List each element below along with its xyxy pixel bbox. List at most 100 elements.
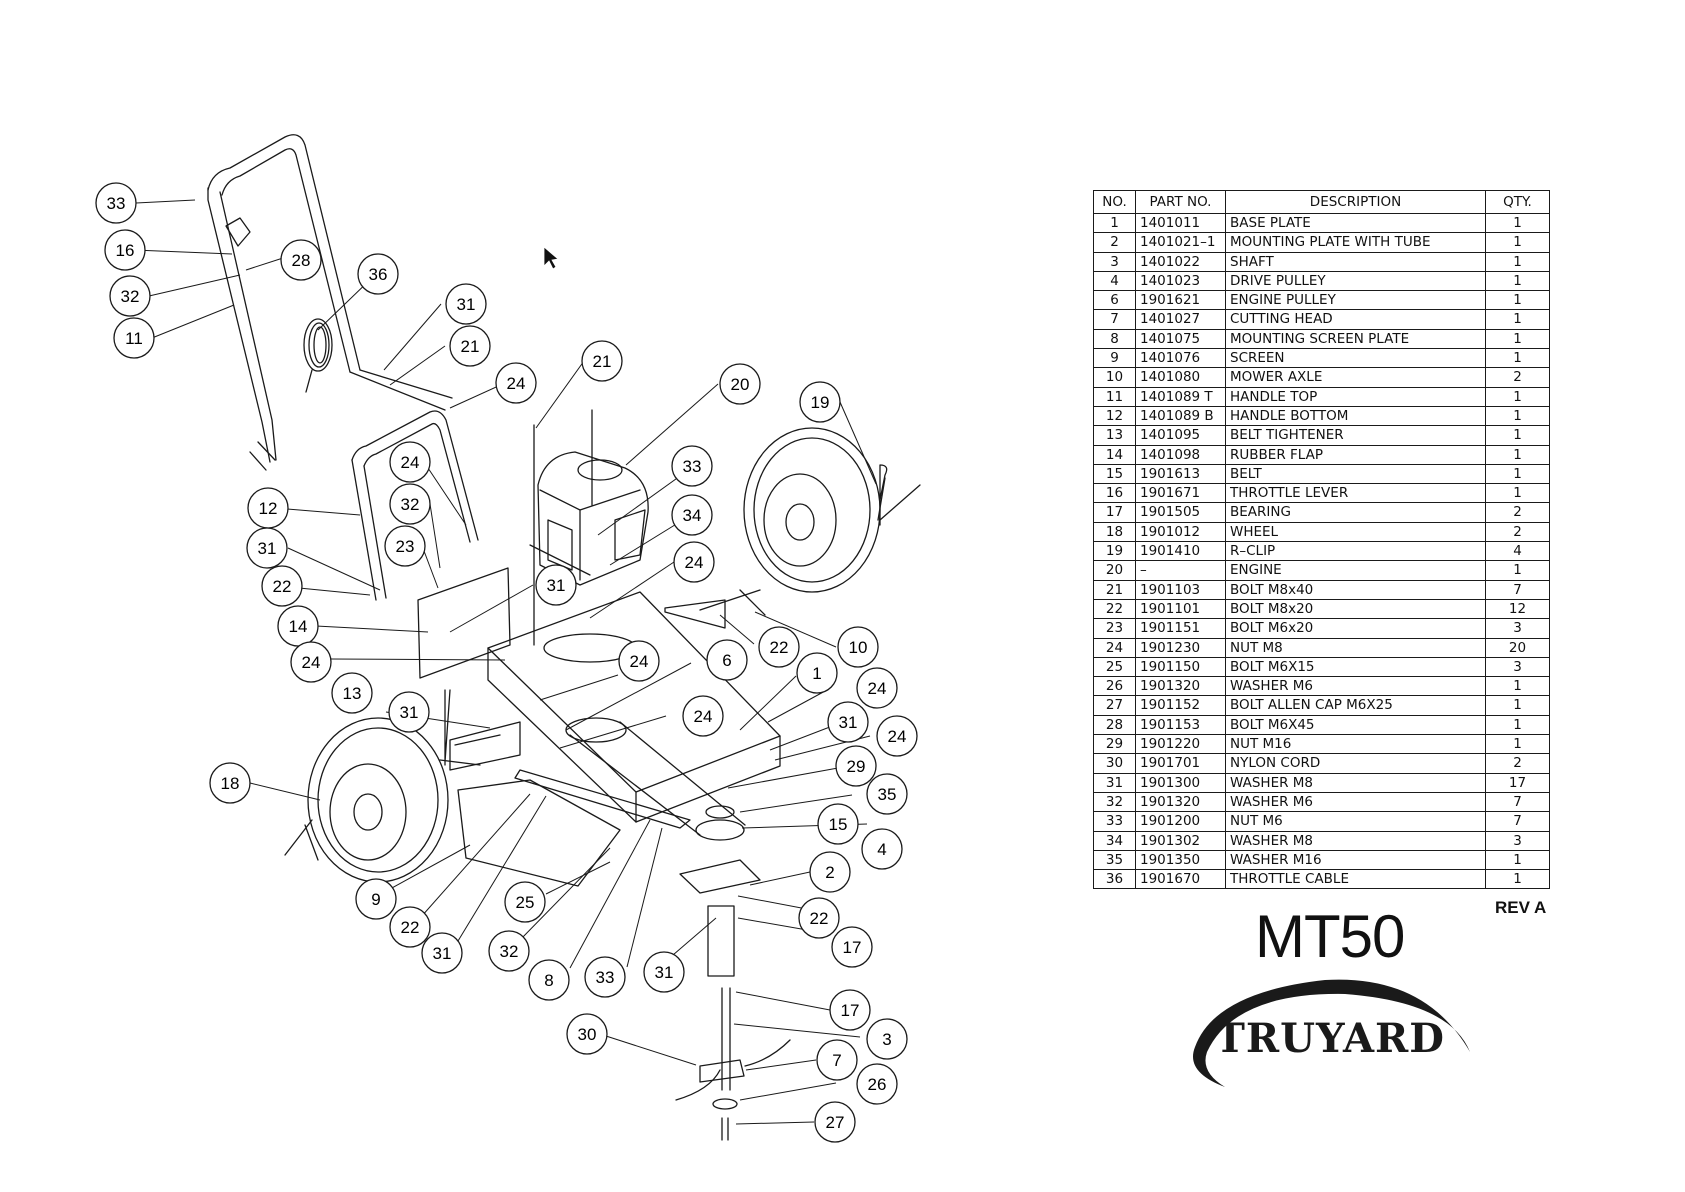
svg-text:2: 2 bbox=[825, 863, 834, 882]
svg-text:24: 24 bbox=[868, 679, 887, 698]
callout: 19 bbox=[799, 381, 841, 423]
table-header-row: NO. PART NO. DESCRIPTION QTY. bbox=[1093, 190, 1550, 214]
callout: 7 bbox=[816, 1039, 858, 1081]
cell-part-no: 1401011 bbox=[1135, 212, 1226, 234]
svg-text:21: 21 bbox=[593, 352, 612, 371]
cell-no: 20 bbox=[1093, 560, 1136, 581]
engine-drawing bbox=[529, 451, 649, 586]
callout: 34 bbox=[671, 494, 713, 536]
cell-part-no: 1401023 bbox=[1135, 270, 1226, 292]
svg-text:24: 24 bbox=[694, 707, 713, 726]
cell-no: 36 bbox=[1093, 869, 1136, 890]
svg-text:21: 21 bbox=[461, 337, 480, 356]
cell-part-no: 1901701 bbox=[1135, 753, 1226, 774]
throttle-cable-coil bbox=[303, 318, 333, 393]
cell-description: BOLT M8x20 bbox=[1225, 598, 1486, 620]
header-qty: QTY. bbox=[1485, 190, 1550, 214]
cell-qty: 7 bbox=[1485, 579, 1550, 600]
cell-part-no: 1901101 bbox=[1135, 598, 1226, 620]
cell-qty: 3 bbox=[1485, 830, 1550, 851]
callout: 21 bbox=[449, 325, 491, 367]
callout: 24 bbox=[495, 362, 537, 404]
cell-description: R–CLIP bbox=[1225, 541, 1486, 562]
cell-no: 35 bbox=[1093, 849, 1136, 871]
callout: 31 bbox=[535, 564, 577, 606]
cell-part-no: 1401095 bbox=[1135, 425, 1226, 446]
cell-description: MOWER AXLE bbox=[1225, 367, 1486, 388]
callout: 36 bbox=[357, 253, 399, 295]
cell-description: NUT M16 bbox=[1225, 734, 1486, 755]
svg-text:33: 33 bbox=[596, 968, 615, 987]
callout: 1 bbox=[796, 652, 838, 694]
svg-text:13: 13 bbox=[343, 684, 362, 703]
svg-text:28: 28 bbox=[292, 251, 311, 270]
cell-qty: 1 bbox=[1485, 232, 1550, 253]
cell-description: BOLT ALLEN CAP M6X25 bbox=[1225, 695, 1486, 716]
callout: 24 bbox=[876, 715, 918, 757]
cell-no: 14 bbox=[1093, 444, 1136, 465]
cell-qty: 1 bbox=[1485, 734, 1550, 755]
callout: 2 bbox=[809, 851, 851, 893]
svg-text:11: 11 bbox=[125, 329, 143, 348]
model-name: MT50 bbox=[1255, 903, 1405, 970]
cell-no: 19 bbox=[1093, 541, 1136, 562]
cell-part-no: 1901613 bbox=[1135, 463, 1226, 485]
cell-part-no: 1401021–1 bbox=[1135, 232, 1226, 253]
callout: 31 bbox=[827, 701, 869, 743]
svg-text:4: 4 bbox=[877, 840, 886, 859]
cell-description: BOLT M6x20 bbox=[1225, 618, 1486, 639]
callout: 35 bbox=[866, 773, 908, 815]
callout: 22 bbox=[758, 626, 800, 668]
svg-text:17: 17 bbox=[841, 1001, 860, 1020]
cell-qty: 1 bbox=[1485, 270, 1550, 292]
cell-qty: 1 bbox=[1485, 560, 1550, 581]
mouse-pointer-icon bbox=[543, 246, 559, 270]
cell-qty: 1 bbox=[1485, 444, 1550, 465]
cell-no: 6 bbox=[1093, 290, 1136, 311]
cell-part-no: 1901320 bbox=[1135, 676, 1226, 697]
belt-and-pulleys bbox=[565, 717, 746, 841]
leader-lines bbox=[133, 199, 877, 1125]
svg-text:33: 33 bbox=[107, 194, 126, 213]
svg-text:19: 19 bbox=[811, 393, 830, 412]
callout: 8 bbox=[528, 959, 570, 1001]
svg-text:18: 18 bbox=[221, 774, 240, 793]
cell-description: WASHER M8 bbox=[1225, 830, 1486, 851]
svg-text:20: 20 bbox=[731, 375, 750, 394]
callout: 3 bbox=[866, 1018, 908, 1060]
cell-no: 11 bbox=[1093, 386, 1136, 407]
callout: 29 bbox=[835, 745, 877, 787]
screen-drawing bbox=[457, 779, 621, 887]
svg-text:36: 36 bbox=[369, 265, 388, 284]
cell-description: BOLT M6X15 bbox=[1225, 656, 1486, 678]
callout: 33 bbox=[671, 445, 713, 487]
svg-text:24: 24 bbox=[302, 653, 321, 672]
svg-text:35: 35 bbox=[878, 785, 897, 804]
callout: 11 bbox=[113, 317, 155, 359]
callout: 30 bbox=[566, 1013, 608, 1055]
callout: 20 bbox=[719, 363, 761, 405]
washer-drawing bbox=[712, 1098, 738, 1110]
svg-text:26: 26 bbox=[868, 1075, 887, 1094]
right-wheel-drawing bbox=[664, 427, 921, 629]
cell-no: 23 bbox=[1093, 618, 1136, 639]
truyard-logo: TRUYARD bbox=[1193, 979, 1470, 1087]
callout: 22 bbox=[261, 565, 303, 607]
svg-text:7: 7 bbox=[832, 1051, 841, 1070]
cell-part-no: 1401098 bbox=[1135, 444, 1226, 465]
cell-part-no: 1901153 bbox=[1135, 714, 1226, 736]
cell-qty: 2 bbox=[1485, 367, 1550, 388]
svg-text:10: 10 bbox=[849, 638, 868, 657]
